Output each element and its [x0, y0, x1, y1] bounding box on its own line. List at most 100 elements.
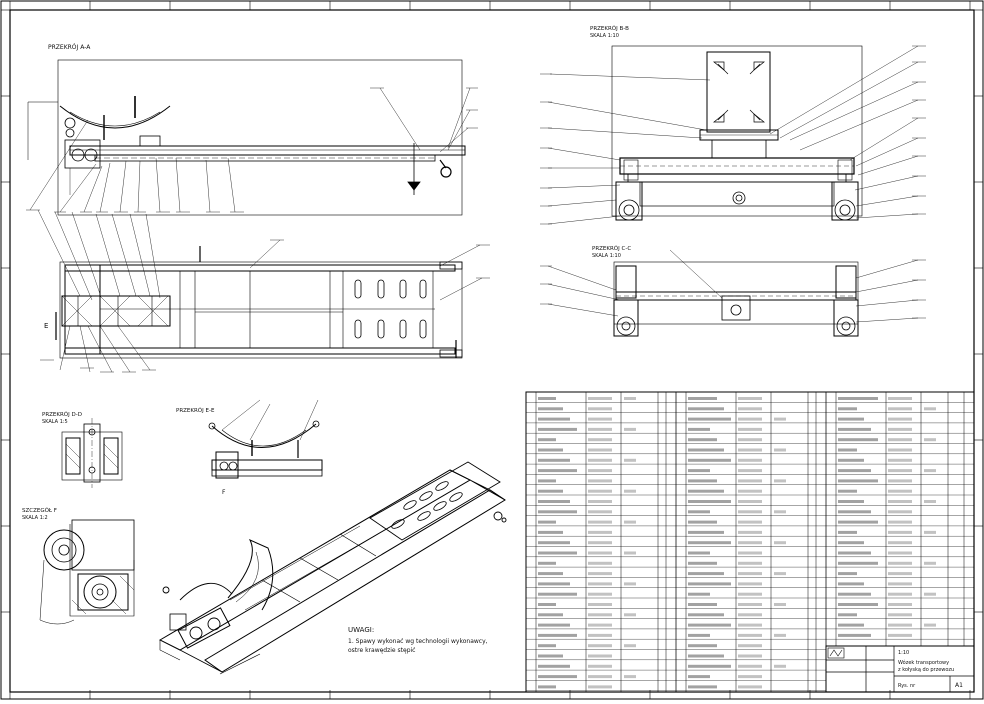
bom-material [888, 551, 912, 555]
bom-material [738, 520, 762, 524]
bom-material [738, 458, 762, 462]
bom-material [888, 561, 912, 565]
detail-f-title: SZCZEGÓŁ F [22, 507, 57, 514]
bom-part-name [538, 654, 563, 658]
marker-e-label: E [44, 322, 48, 330]
bom-part-name [838, 520, 878, 524]
bom-material [888, 438, 912, 442]
bom-material [588, 582, 612, 586]
bom-material [738, 675, 762, 679]
bom-material [738, 644, 762, 648]
bom-part-name [838, 530, 857, 534]
bom-part-name [688, 530, 724, 534]
notes-line-1: 1. Spawy wykonać wg technologii wykonawc… [348, 638, 488, 645]
bom-note [624, 520, 636, 524]
bom-material [588, 458, 612, 462]
bom-part-name [688, 654, 724, 658]
bom-material [888, 530, 912, 534]
section-e-title: PRZEKRÓJ E-E [176, 407, 215, 414]
bom-material [888, 572, 912, 576]
bom-part-name [688, 685, 717, 689]
notes: UWAGI: 1. Spawy wykonać wg technologii w… [348, 626, 488, 654]
bom-material [888, 489, 912, 493]
bom-part-name [688, 613, 724, 617]
bom-part-name [688, 469, 710, 473]
bom-material [588, 530, 612, 534]
bom-material [588, 623, 612, 627]
bom-part-name [688, 664, 731, 668]
title-block-title-1: Wózek transportowy [898, 659, 949, 666]
bom-part-name [838, 592, 871, 596]
bom-part-name [838, 458, 864, 462]
bom-part-name [538, 623, 570, 627]
bom-material [888, 479, 912, 483]
bom-part-name [538, 407, 563, 411]
bom-part-name [688, 551, 710, 555]
side-view-title: PRZEKRÓJ A-A [48, 44, 91, 51]
bom-part-name [538, 664, 570, 668]
bom-part-name [688, 572, 724, 576]
section-d-scale: SKALA 1:5 [42, 419, 68, 425]
section-e-view: PRZEKRÓJ E-E F [176, 399, 323, 496]
bom-material [888, 613, 912, 617]
bom-material [588, 685, 612, 689]
bom-material [738, 469, 762, 473]
bom-note [774, 448, 786, 452]
marker-f-label: F [222, 489, 226, 496]
title-block-drawing-no: Rys. nr [898, 683, 916, 689]
bom-part-name [688, 582, 731, 586]
bom-note [624, 644, 636, 648]
bom-part-name [838, 397, 878, 400]
bom-material [738, 500, 762, 503]
bom-material [888, 500, 912, 503]
bom-material [888, 427, 912, 431]
bom-note [924, 500, 936, 503]
bom-material [588, 603, 612, 606]
bom-material [738, 623, 762, 627]
detail-f-view: SZCZEGÓŁ F SKALA 1:2 [22, 507, 135, 625]
top-view: E [37, 209, 490, 373]
lower-section-scale: SKALA 1:10 [592, 253, 621, 259]
bom-material [738, 448, 762, 452]
bom-material [738, 613, 762, 617]
bom-material [738, 438, 762, 442]
bom-part-name [688, 479, 717, 483]
bom-material [588, 572, 612, 576]
bom-material [888, 520, 912, 524]
bom-part-name [538, 561, 556, 565]
bom-material [588, 500, 612, 503]
bom-material [738, 530, 762, 534]
detail-f-scale: SKALA 1:2 [22, 515, 48, 521]
bom-note [774, 664, 786, 668]
bom-part-name [538, 500, 570, 503]
bom-note [924, 561, 936, 565]
bom-part-name [688, 520, 717, 524]
bom-note [774, 479, 786, 483]
bom-material [738, 551, 762, 555]
bom-part-name [538, 592, 577, 596]
bom-material [738, 603, 762, 606]
bom-part-name [538, 582, 570, 586]
bom-note [624, 613, 636, 617]
bom-part-name [538, 633, 577, 637]
bom-part-name [688, 623, 731, 627]
bom-material [738, 572, 762, 576]
lower-section-title: PRZEKRÓJ C-C [592, 245, 631, 252]
bom-material [588, 427, 612, 431]
bom-note [774, 572, 786, 576]
bom-part-name [538, 572, 563, 576]
bom-part-name [538, 438, 556, 442]
bom-part-name [538, 448, 563, 452]
bom-note [624, 397, 636, 400]
bom-material [588, 633, 612, 637]
bom-part-name [538, 644, 556, 648]
bom-part-name [688, 633, 710, 637]
bom-note [774, 510, 786, 514]
bom-part-name [688, 675, 710, 679]
bom-part-name [838, 551, 871, 555]
bom-part-name [838, 489, 857, 493]
bom-part-name [838, 623, 864, 627]
bom-part-name [538, 685, 556, 689]
bom-material [738, 479, 762, 483]
